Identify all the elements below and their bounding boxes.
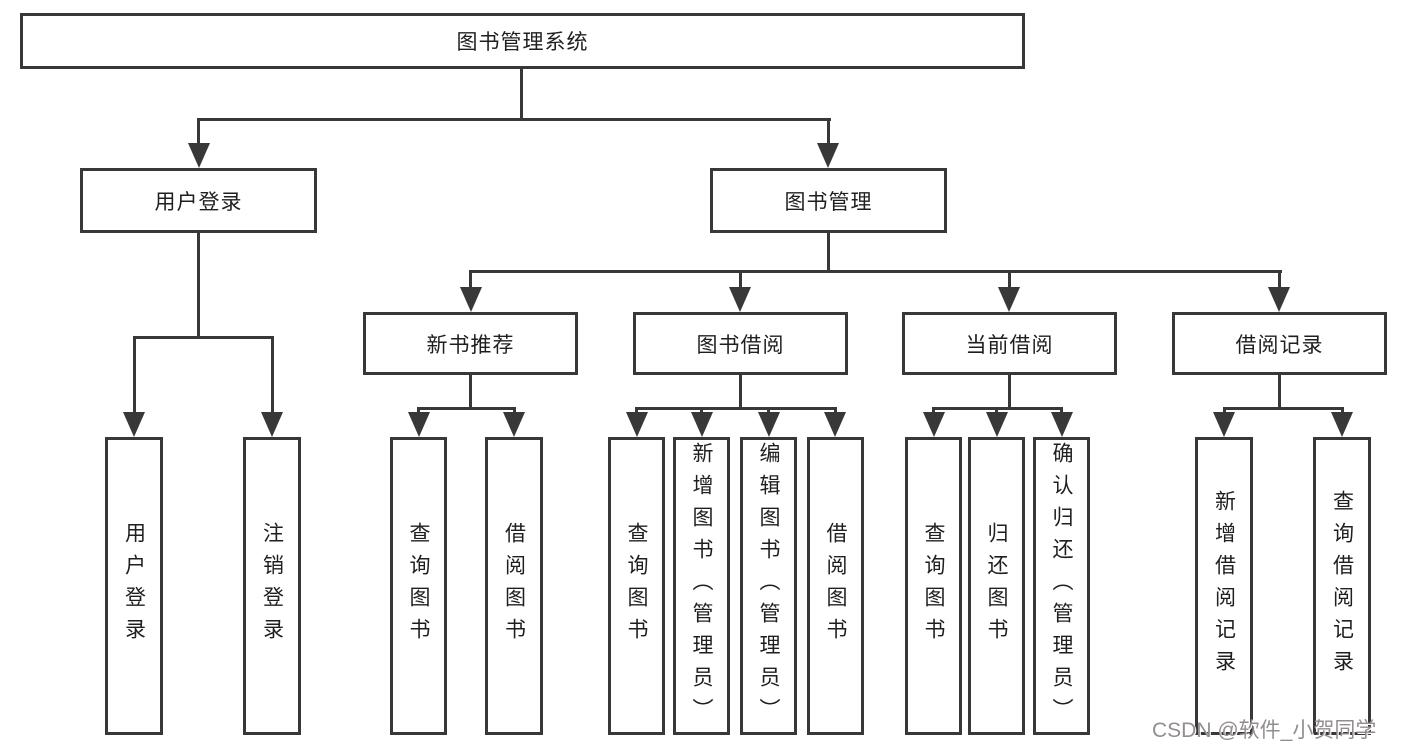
connector-arrow-stem	[767, 407, 770, 415]
connector-arrow-stem	[932, 407, 935, 415]
leaf-user-login: 用户登录	[105, 437, 163, 735]
connector-arrow-stem	[1008, 270, 1011, 289]
watermark: CSDN @软件_小贺同学	[1152, 719, 1377, 742]
arrow-down-icon	[460, 287, 482, 312]
arrow-down-icon	[123, 412, 145, 437]
arrow-down-icon	[261, 412, 283, 437]
connector-group-stem	[1278, 375, 1281, 409]
node-book-management-label: 图书管理	[784, 190, 873, 214]
arrow-down-icon	[408, 412, 430, 437]
arrow-down-icon	[1268, 287, 1290, 312]
leaf-add-books-admin: 新增图书（管理员）	[673, 437, 730, 735]
node-current-borrow-label: 当前借阅	[965, 333, 1054, 357]
node-current-borrow: 当前借阅	[902, 312, 1117, 375]
node-root-label: 图书管理系统	[456, 31, 589, 54]
leaf-query-books-current-label: 查询图书	[922, 522, 945, 650]
connector-arrow-stem	[417, 407, 420, 415]
leaf-add-borrow-record: 新增借阅记录	[1195, 437, 1253, 735]
leaf-add-borrow-record-label: 新增借阅记录	[1212, 490, 1236, 682]
node-new-book-recommend-label: 新书推荐	[426, 333, 515, 357]
connector-arrow-stem	[133, 336, 136, 414]
node-borrow-records: 借阅记录	[1172, 312, 1387, 375]
connector-arrow-stem	[700, 407, 703, 415]
connector-group-stem	[1008, 375, 1011, 409]
leaf-borrow-books-recommend-label: 借阅图书	[502, 522, 526, 650]
arrow-down-icon	[986, 412, 1008, 437]
connector-root-split	[197, 118, 831, 121]
leaf-confirm-return-admin-label: 确认归还（管理员）	[1050, 442, 1073, 730]
arrow-down-icon	[1331, 412, 1353, 437]
arrow-down-icon	[1051, 412, 1073, 437]
leaf-query-borrow-record-label: 查询借阅记录	[1330, 490, 1354, 682]
connector-arrow-stem	[834, 407, 837, 415]
node-user-login: 用户登录	[80, 168, 317, 233]
leaf-query-books-borrow-label: 查询图书	[625, 522, 648, 650]
leaf-query-books-current: 查询图书	[905, 437, 962, 735]
node-book-borrow-label: 图书借阅	[696, 333, 785, 357]
leaf-borrow-books-borrow: 借阅图书	[807, 437, 864, 735]
leaf-query-books-borrow: 查询图书	[608, 437, 665, 735]
connector-arrow-stem	[1278, 270, 1281, 289]
leaf-add-books-admin-label: 新增图书（管理员）	[690, 442, 713, 730]
arrow-down-icon	[824, 412, 846, 437]
arrow-down-icon	[998, 287, 1020, 312]
connector-arrow-stem	[513, 407, 516, 415]
connector-group-split	[417, 407, 516, 410]
node-borrow-records-label: 借阅记录	[1235, 333, 1324, 357]
leaf-user-login-label: 用户登录	[122, 522, 146, 650]
leaf-return-books: 归还图书	[968, 437, 1025, 735]
connector-book-management-stem	[827, 233, 830, 273]
connector-user-login-stem	[197, 233, 200, 339]
connector-arrow-stem	[271, 336, 274, 414]
arrow-down-icon	[923, 412, 945, 437]
arrow-down-icon	[758, 412, 780, 437]
connector-group-stem	[469, 375, 472, 409]
arrow-down-icon	[188, 143, 210, 168]
connector-arrow-stem	[827, 118, 830, 146]
connector-user-login-split	[133, 336, 274, 339]
connector-book-management-split	[469, 270, 1282, 273]
arrow-down-icon	[817, 143, 839, 168]
leaf-edit-books-admin: 编辑图书（管理员）	[740, 437, 797, 735]
connector-group-split	[1223, 407, 1344, 410]
leaf-logout-label: 注销登录	[260, 522, 284, 650]
arrow-down-icon	[503, 412, 525, 437]
connector-arrow-stem	[197, 118, 200, 146]
node-user-login-label: 用户登录	[154, 190, 243, 214]
node-book-management: 图书管理	[710, 168, 947, 233]
connector-root-stem	[520, 69, 523, 120]
connector-arrow-stem	[995, 407, 998, 415]
connector-arrow-stem	[469, 270, 472, 289]
connector-arrow-stem	[635, 407, 638, 415]
connector-group-split	[635, 407, 837, 410]
leaf-confirm-return-admin: 确认归还（管理员）	[1033, 437, 1090, 735]
arrow-down-icon	[626, 412, 648, 437]
leaf-query-borrow-record: 查询借阅记录	[1313, 437, 1371, 735]
node-new-book-recommend: 新书推荐	[363, 312, 578, 375]
leaf-edit-books-admin-label: 编辑图书（管理员）	[757, 442, 780, 730]
connector-arrow-stem	[1341, 407, 1344, 415]
node-book-borrow: 图书借阅	[633, 312, 848, 375]
connector-group-stem	[739, 375, 742, 409]
connector-arrow-stem	[1223, 407, 1226, 415]
leaf-logout: 注销登录	[243, 437, 301, 735]
leaf-query-books-recommend-label: 查询图书	[407, 522, 430, 650]
leaf-borrow-books-borrow-label: 借阅图书	[824, 522, 847, 650]
connector-arrow-stem	[1060, 407, 1063, 415]
arrow-down-icon	[691, 412, 713, 437]
leaf-borrow-books-recommend: 借阅图书	[485, 437, 543, 735]
leaf-query-books-recommend: 查询图书	[390, 437, 447, 735]
arrow-down-icon	[729, 287, 751, 312]
arrow-down-icon	[1213, 412, 1235, 437]
connector-arrow-stem	[739, 270, 742, 289]
node-root: 图书管理系统	[20, 13, 1025, 69]
leaf-return-books-label: 归还图书	[985, 522, 1008, 650]
